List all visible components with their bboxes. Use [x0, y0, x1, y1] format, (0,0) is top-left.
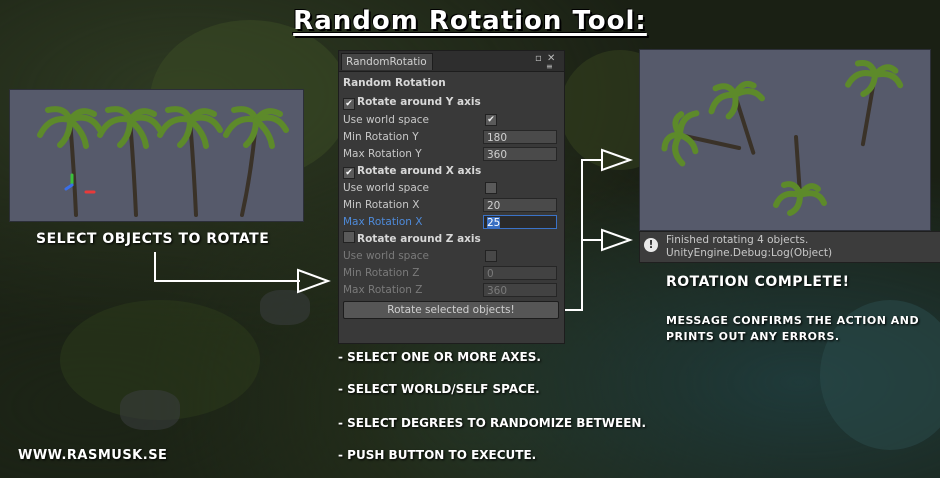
max-rotation-z-field: 360 [483, 283, 557, 297]
scene-after-panel [639, 49, 931, 231]
palm-tree [708, 80, 765, 155]
palm-tree [157, 106, 223, 217]
website-link[interactable]: www.rasmusk.se [18, 448, 168, 463]
z-world-space-checkbox [485, 250, 497, 262]
rotation-complete-caption: Rotation complete! [666, 274, 850, 290]
scene-before-panel [9, 89, 304, 222]
rotate-x-label: Rotate around X axis [357, 165, 482, 177]
y-world-space-label: Use world space [343, 114, 430, 126]
palm-tree [37, 106, 103, 217]
max-rotation-x-field[interactable]: 25 [483, 215, 557, 229]
x-world-space-checkbox[interactable] [485, 182, 497, 194]
min-rotation-x-label: Min Rotation X [343, 199, 420, 211]
random-rotation-window: RandomRotatio ✕ ▫ ≡ Random Rotation ✔Rot… [338, 50, 565, 344]
step-item: - Select degrees to randomize between. [338, 416, 647, 430]
select-objects-caption: Select objects to rotate [36, 231, 270, 247]
z-world-space-label: Use world space [343, 250, 430, 262]
arrows-to-result [565, 148, 633, 311]
step-item: - Select world/self space. [338, 382, 540, 396]
console-line-2: UnityEngine.Debug:Log(Object) [666, 247, 833, 259]
menu-icon[interactable]: ≡ [546, 62, 553, 71]
max-rotation-y-label: Max Rotation Y [343, 148, 422, 160]
step-item: - Push button to execute. [338, 448, 537, 462]
max-rotation-y-field[interactable]: 360 [483, 147, 557, 161]
max-rotation-z-label: Max Rotation Z [343, 284, 423, 296]
console-line-1: Finished rotating 4 objects. [666, 234, 809, 246]
background-rock [120, 390, 180, 430]
window-tab[interactable]: RandomRotatio [341, 53, 433, 70]
window-header: RandomRotatio ✕ ▫ ≡ [339, 51, 564, 72]
message-description-line-2: prints out any errors. [666, 330, 840, 343]
max-rotation-x-label: Max Rotation X [343, 216, 423, 228]
rotate-y-label: Rotate around Y axis [357, 96, 481, 108]
step-item: - Select one or more axes. [338, 350, 541, 364]
rotate-z-toggle[interactable]: Rotate around Z axis [343, 231, 481, 247]
y-world-space-checkbox[interactable]: ✔ [485, 114, 497, 126]
palm-tree [773, 135, 827, 216]
palm-tree [661, 110, 742, 167]
max-rotation-x-value: 25 [487, 217, 501, 229]
min-rotation-x-field[interactable]: 20 [483, 198, 557, 212]
close-icon[interactable]: ✕ [547, 53, 556, 64]
page-title: Random Rotation Tool: [293, 6, 647, 36]
palm-tree [97, 106, 163, 217]
rotate-y-checkbox[interactable]: ✔ [343, 98, 355, 110]
arrow-to-window [154, 252, 331, 294]
min-rotation-z-label: Min Rotation Z [343, 267, 420, 279]
palm-tree [223, 106, 289, 217]
palm-tree [845, 60, 904, 147]
min-rotation-z-field: 0 [483, 266, 557, 280]
info-icon: ! [644, 238, 658, 252]
console-message[interactable]: ! Finished rotating 4 objects. UnityEngi… [639, 231, 940, 263]
transform-gizmo [64, 173, 96, 194]
rotate-selected-button[interactable]: Rotate selected objects! [343, 301, 559, 319]
rotate-x-toggle[interactable]: ✔Rotate around X axis [343, 163, 481, 179]
min-rotation-y-field[interactable]: 180 [483, 130, 557, 144]
window-heading: Random Rotation [343, 77, 446, 89]
message-description-line-1: Message confirms the action and [666, 314, 920, 327]
rotate-y-toggle[interactable]: ✔Rotate around Y axis [343, 94, 481, 110]
rotate-z-checkbox[interactable] [343, 231, 355, 243]
x-world-space-label: Use world space [343, 182, 430, 194]
background-foliage [820, 300, 940, 450]
min-rotation-y-label: Min Rotation Y [343, 131, 419, 143]
palm-trees-before [37, 106, 289, 217]
rotate-x-checkbox[interactable]: ✔ [343, 167, 355, 179]
lock-icon[interactable]: ▫ [535, 53, 542, 64]
background-rock [260, 290, 310, 325]
palm-trees-after [661, 60, 904, 216]
rotate-z-label: Rotate around Z axis [357, 233, 481, 245]
